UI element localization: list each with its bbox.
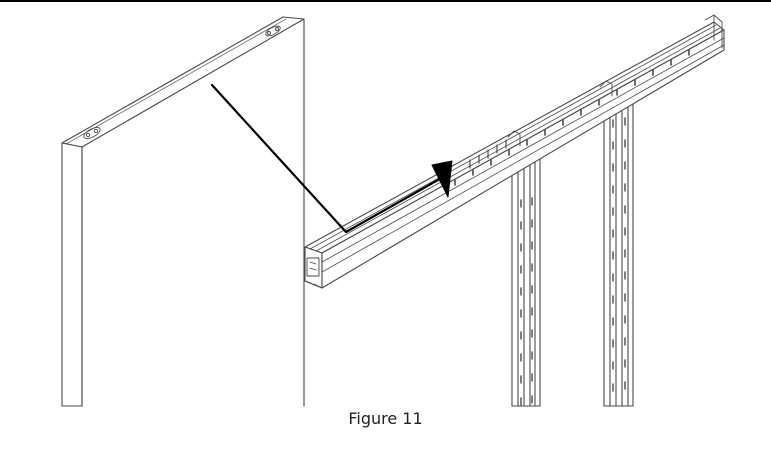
vertical-uprights — [511, 83, 634, 407]
side-panel — [61, 16, 305, 407]
upright-left — [511, 155, 541, 407]
rail-end-bracket — [704, 14, 723, 49]
panel-cam-lock-back — [265, 25, 281, 37]
assembly-drawing — [61, 14, 725, 407]
panel-cam-lock-front — [83, 127, 101, 139]
assembly-arrow — [210, 83, 453, 234]
rail-end-profile — [304, 257, 323, 289]
upright-clips — [507, 80, 613, 147]
rail-holes — [454, 49, 690, 186]
upright-right — [603, 83, 634, 407]
upright-slots — [520, 117, 626, 406]
top-rule — [0, 0, 771, 2]
figure-caption: Figure 11 — [348, 409, 423, 428]
